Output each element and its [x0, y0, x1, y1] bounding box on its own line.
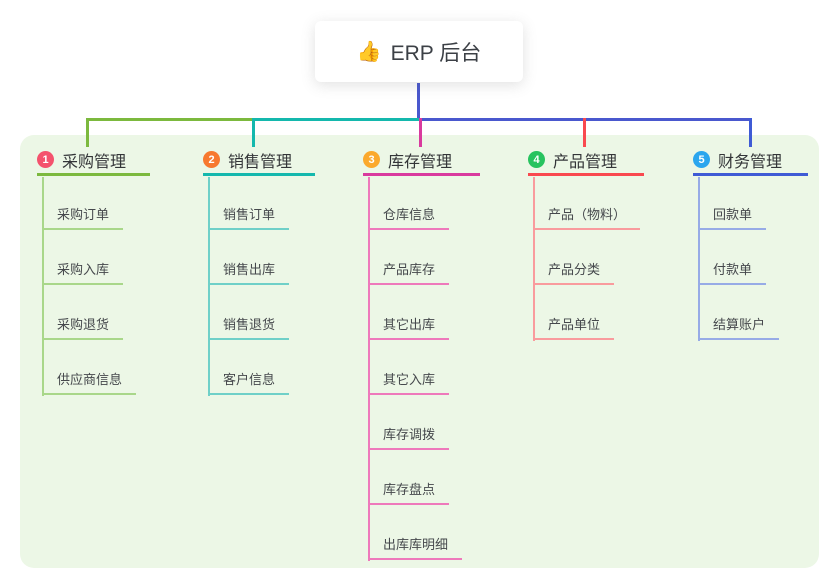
- child-node[interactable]: 销售订单: [208, 204, 290, 230]
- child-node[interactable]: 供应商信息: [42, 369, 137, 395]
- child-node[interactable]: 采购订单: [42, 204, 124, 230]
- branch-trunk-5: [698, 177, 700, 341]
- branch-trunk-1: [42, 177, 44, 396]
- branch-node-1[interactable]: 1 采购管理: [37, 146, 150, 176]
- connector-drop-branch-2: [252, 118, 255, 147]
- branch-number-badge: 1: [37, 151, 54, 168]
- connector-drop-branch-3: [419, 118, 422, 147]
- connector-drop-branch-1: [86, 118, 89, 147]
- child-node[interactable]: 回款单: [698, 204, 767, 230]
- branch-trunk-4: [533, 177, 535, 341]
- child-node[interactable]: 产品（物料）: [533, 204, 641, 230]
- branch-node-3[interactable]: 3 库存管理: [363, 146, 480, 176]
- branch-label: 采购管理: [62, 153, 127, 171]
- child-node[interactable]: 产品单位: [533, 314, 615, 340]
- child-node[interactable]: 销售出库: [208, 259, 290, 285]
- branch-number-badge: 3: [363, 151, 380, 168]
- thumbs-up-icon: 👍: [356, 41, 382, 63]
- child-node[interactable]: 产品分类: [533, 259, 615, 285]
- branch-label: 销售管理: [228, 153, 293, 171]
- branch-label: 产品管理: [553, 153, 618, 171]
- branch-label: 库存管理: [388, 153, 453, 171]
- root-topic-node[interactable]: 👍 ERP 后台: [315, 21, 523, 82]
- root-topic-label: ERP 后台: [390, 41, 482, 65]
- branch-trunk-3: [368, 177, 370, 561]
- child-node[interactable]: 库存调拨: [368, 424, 450, 450]
- branch-number-badge: 5: [693, 151, 710, 168]
- connector-segment-purchase: [86, 118, 255, 121]
- root-connector-drop: [417, 83, 420, 118]
- branch-trunk-2: [208, 177, 210, 396]
- child-node[interactable]: 采购退货: [42, 314, 124, 340]
- child-node[interactable]: 出库库明细: [368, 534, 463, 560]
- branch-node-4[interactable]: 4 产品管理: [528, 146, 644, 176]
- child-node[interactable]: 客户信息: [208, 369, 290, 395]
- child-node[interactable]: 结算账户: [698, 314, 780, 340]
- child-node[interactable]: 其它入库: [368, 369, 450, 395]
- connector-drop-branch-4: [583, 118, 586, 147]
- child-node[interactable]: 付款单: [698, 259, 767, 285]
- connector-segment-sales: [252, 118, 422, 121]
- branch-node-2[interactable]: 2 销售管理: [203, 146, 315, 176]
- child-node[interactable]: 仓库信息: [368, 204, 450, 230]
- child-node[interactable]: 采购入库: [42, 259, 124, 285]
- child-node[interactable]: 库存盘点: [368, 479, 450, 505]
- connector-drop-branch-5: [749, 118, 752, 147]
- branch-node-5[interactable]: 5 财务管理: [693, 146, 808, 176]
- branch-number-badge: 4: [528, 151, 545, 168]
- child-node[interactable]: 其它出库: [368, 314, 450, 340]
- child-node[interactable]: 产品库存: [368, 259, 450, 285]
- child-node[interactable]: 销售退货: [208, 314, 290, 340]
- mindmap-canvas: [20, 135, 819, 568]
- branch-number-badge: 2: [203, 151, 220, 168]
- branch-label: 财务管理: [718, 153, 783, 171]
